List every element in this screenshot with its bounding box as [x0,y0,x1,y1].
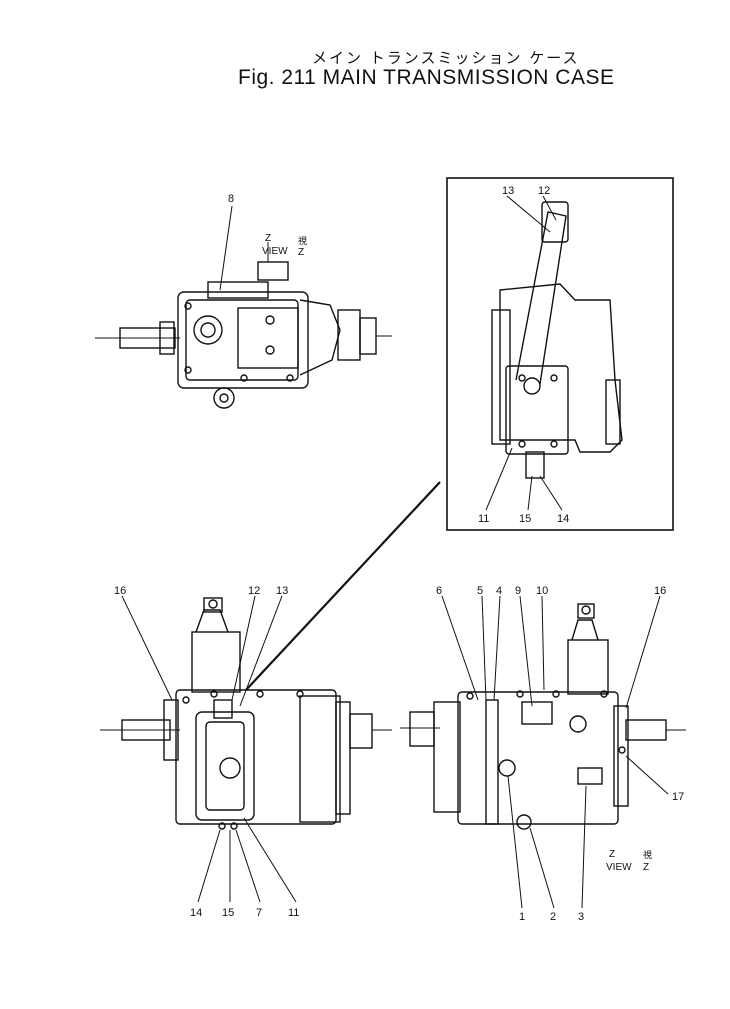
left-view-transmission [100,595,392,903]
callout-11-left: 11 [288,907,299,919]
callout-1-right: 1 [519,911,525,923]
view-z-top: Z [298,247,304,258]
view-word-right: VIEW [606,862,632,873]
callout-13-inset: 13 [502,185,514,197]
view-kanji-right: 視 [643,849,652,860]
callout-7-left: 7 [256,907,262,919]
inset-detail [446,177,674,531]
callout-13-left: 13 [276,585,288,597]
view-z-letter-top: Z [265,233,271,244]
callout-2-right: 2 [550,911,556,923]
callout-5-right: 5 [477,585,483,597]
callout-17-right: 17 [672,791,684,803]
callout-14-inset: 14 [557,513,569,525]
callout-15-inset: 15 [519,513,531,525]
callout-11-inset: 11 [478,513,489,525]
view-word-top: VIEW [262,246,288,257]
callout-10-right: 10 [536,585,548,597]
callout-12-left: 12 [248,585,260,597]
callout-16-left: 16 [114,585,126,597]
inset-connector-line [245,481,441,691]
callout-16-right: 16 [654,585,666,597]
callout-14-left: 14 [190,907,202,919]
callout-6-right: 6 [436,585,442,597]
view-kanji-top: 視 [298,235,307,246]
callout-9-right: 9 [515,585,521,597]
callout-12-inset: 12 [538,185,550,197]
view-z-letter-right: Z [609,849,615,860]
right-view-transmission [400,595,686,909]
top-view-transmission [95,205,392,409]
view-z-right: Z [643,862,649,873]
callout-8-top: 8 [228,193,234,205]
callout-15-left: 15 [222,907,234,919]
title-japanese: メイン トランスミッション ケース [312,49,580,67]
title-english: Fig. 211 MAIN TRANSMISSION CASE [238,66,615,89]
callout-4-right: 4 [496,585,502,597]
callout-3-right: 3 [578,911,584,923]
